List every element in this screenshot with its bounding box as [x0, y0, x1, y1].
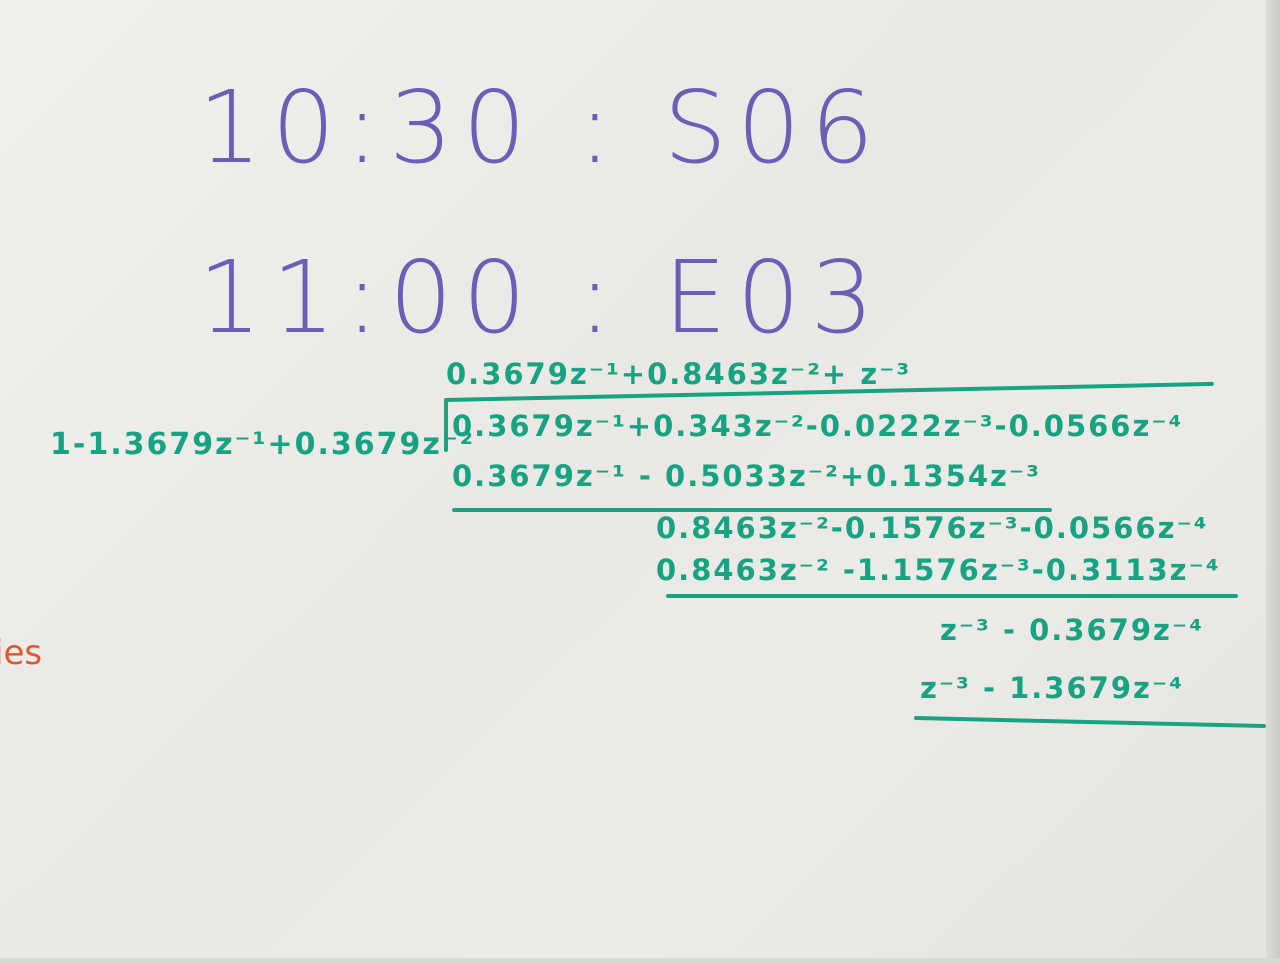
quotient: 0.3679z⁻¹+0.8463z⁻²+ z⁻³ [446, 357, 912, 391]
dividend: 0.3679z⁻¹+0.343z⁻²-0.0222z⁻³-0.0566z⁻⁴ [452, 409, 1184, 443]
schedule-line-2: 11:00 : E03 [198, 239, 884, 356]
schedule-line-1: 10:30 : S06 [198, 69, 885, 186]
step-1-underline [452, 508, 1052, 512]
step-2-subtrahend: 0.8463z⁻² -1.1576z⁻³-0.3113z⁻⁴ [656, 553, 1221, 587]
divisor: 1-1.3679z⁻¹+0.3679z⁻² [50, 427, 475, 462]
step-2-underline [666, 594, 1238, 598]
step-1-remainder: 0.8463z⁻²-0.1576z⁻³-0.0566z⁻⁴ [656, 511, 1209, 545]
division-bracket-side [444, 400, 448, 452]
whiteboard-frame-edge [1266, 0, 1280, 964]
margin-scribble: ies [0, 633, 43, 673]
step-2-remainder: z⁻³ - 0.3679z⁻⁴ [940, 613, 1204, 647]
step-1-subtrahend: 0.3679z⁻¹ - 0.5033z⁻²+0.1354z⁻³ [452, 459, 1041, 493]
whiteboard-frame-bottom [0, 958, 1280, 964]
step-3-subtrahend: z⁻³ - 1.3679z⁻⁴ [920, 671, 1184, 705]
step-3-underline [913, 716, 1266, 728]
